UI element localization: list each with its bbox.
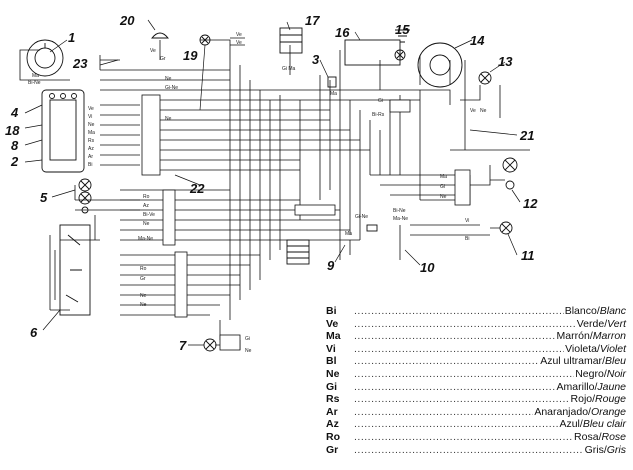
wire-label: Ne — [140, 293, 147, 299]
callout-5: 5 — [40, 190, 48, 205]
wire-label: Bi — [88, 162, 92, 168]
wire-label: Ne — [143, 221, 150, 227]
wire-label: Ne — [165, 116, 172, 122]
wiring-lines — [19, 37, 530, 350]
wire-label: Ma-Ne — [393, 216, 408, 222]
callout-22: 22 — [189, 181, 205, 196]
wire-label: Bi — [465, 236, 469, 242]
wire-label: Ne — [140, 302, 147, 308]
wire-label: Ne — [480, 108, 487, 114]
wire-label: Ma — [345, 231, 352, 237]
wire-label: Gi-Ne — [165, 85, 178, 91]
legend-row: ArAnaranjado/Orange — [326, 406, 626, 419]
wire-label: Ma — [440, 174, 447, 180]
color-code-legend: BiBlanco/Blanc VeVerde/Vert MaMarrón/Mar… — [326, 305, 626, 456]
wire-label: Rs — [88, 138, 95, 144]
wire-label: Gr — [140, 276, 146, 282]
callout-17: 17 — [305, 13, 320, 28]
callout-14: 14 — [470, 33, 485, 48]
wire-label: Az — [143, 203, 149, 209]
callout-9: 9 — [327, 258, 335, 273]
callout-6: 6 — [30, 325, 38, 340]
legend-row: MaMarrón/Marron — [326, 330, 626, 343]
legend-row: AzAzul/Bleu clair — [326, 418, 626, 431]
wire-label: Ma — [32, 73, 39, 79]
callout-20: 20 — [119, 13, 135, 28]
wire-label: Bi-Rs — [372, 112, 385, 118]
callout-8: 8 — [11, 138, 19, 153]
callout-13: 13 — [498, 54, 513, 69]
wire-label: Gi — [378, 98, 383, 104]
wire-label: Ro — [143, 194, 150, 200]
callout-10: 10 — [420, 260, 435, 275]
wire-label: Bi-Ne — [28, 80, 41, 86]
legend-row: BlAzul ultramar/Bleu — [326, 355, 626, 368]
wire-label: Ne — [165, 76, 172, 82]
wire-label: Ma — [88, 130, 95, 136]
wire-label: Ve — [236, 40, 242, 46]
wire-label: Gr — [160, 56, 166, 62]
wire-label: Vi — [88, 114, 92, 120]
callout-18: 18 — [5, 123, 20, 138]
components — [26, 27, 518, 352]
wire-label: Ne — [88, 122, 95, 128]
wire-label: Gi-Ne — [355, 214, 368, 220]
legend-row: VeVerde/Vert — [326, 318, 626, 331]
callout-11: 11 — [521, 248, 535, 263]
wire-label: Ne — [245, 348, 252, 354]
wire-label: Gi — [245, 336, 250, 342]
wire-label: Ro — [140, 266, 147, 272]
wire-label: Ma-Ne — [138, 236, 153, 242]
legend-row: NeNegro/Noir — [326, 368, 626, 381]
callout-numbers: 1 2 3 4 5 6 7 8 9 10 11 12 13 14 15 16 1… — [5, 13, 538, 353]
legend-row: BiBlanco/Blanc — [326, 305, 626, 318]
callout-4: 4 — [10, 105, 19, 120]
wire-label: Bi-Ve — [143, 212, 155, 218]
callout-23: 23 — [72, 56, 88, 71]
connector-blocks — [141, 94, 471, 351]
wire-label: Ar — [88, 154, 93, 160]
legend-row: RoRosa/Rose — [326, 431, 626, 444]
wire-label: Ne — [440, 194, 447, 200]
callout-16: 16 — [335, 25, 350, 40]
legend-row: ViVioleta/Violet — [326, 343, 626, 356]
legend-row: RsRojo/Rouge — [326, 393, 626, 406]
wire-label: Gi — [440, 184, 445, 190]
leader-lines — [24, 19, 521, 346]
wire-label: Ve — [236, 32, 242, 38]
wire-label: Ve — [470, 108, 476, 114]
callout-21: 21 — [519, 128, 534, 143]
wire-label: Bi-Ne — [393, 208, 406, 214]
wire-label: Gi Ma — [282, 66, 296, 72]
wire-label: Ve — [150, 48, 156, 54]
legend-row: GiAmarillo/Jaune — [326, 381, 626, 394]
wire-label: Ma — [330, 91, 337, 97]
wire-labels: Ve Gr Ve Ve Gi Ma Ma Ma Bi-Ne Ne Gi-Ne V… — [28, 32, 487, 354]
legend-row: GrGris/Gris — [326, 444, 626, 457]
callout-1: 1 — [68, 30, 75, 45]
wire-label: Ve — [88, 106, 94, 112]
wire-label: Az — [88, 146, 94, 152]
callout-15: 15 — [395, 22, 410, 37]
callout-19: 19 — [183, 48, 198, 63]
wire-label: Vi — [465, 218, 469, 224]
callout-3: 3 — [312, 52, 320, 67]
callout-7: 7 — [179, 338, 187, 353]
callout-2: 2 — [10, 154, 19, 169]
callout-12: 12 — [523, 196, 538, 211]
